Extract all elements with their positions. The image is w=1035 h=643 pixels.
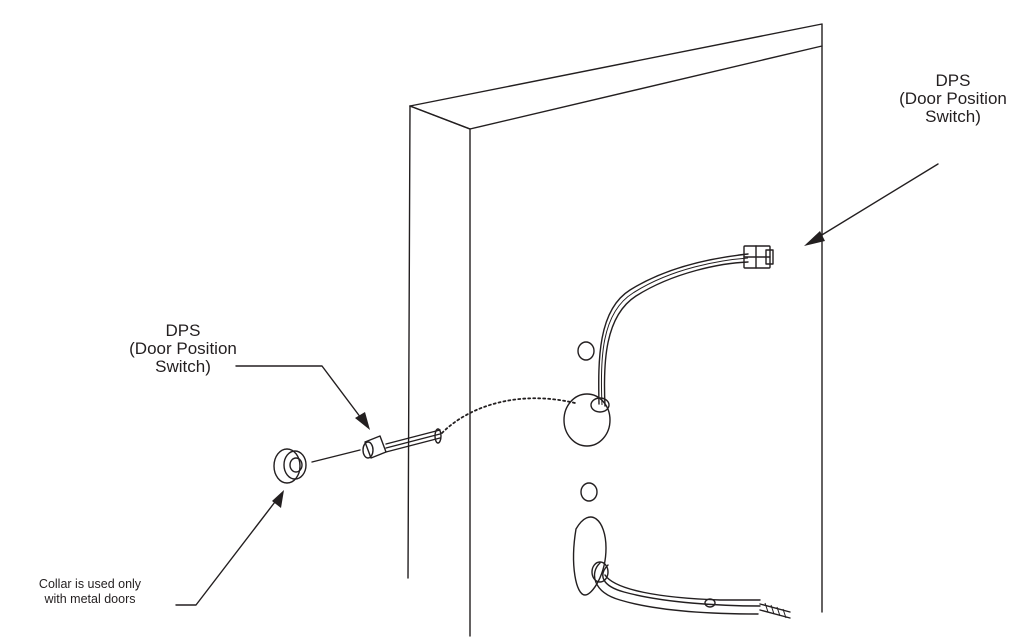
dps-label-left-line3: Switch) (155, 357, 211, 376)
dps-label-right: DPS (Door Position Switch) (868, 72, 1035, 126)
dps-label-left: DPS (Door Position Switch) (98, 322, 268, 376)
routing-dotted-line (441, 397, 576, 434)
collar-label-line1: Collar is used only (38, 577, 142, 591)
dps-label-right-line3: Switch) (925, 107, 981, 126)
collar-label: Collar is used only with metal doors (0, 577, 180, 607)
leader-collar (175, 490, 284, 606)
dps-label-right-line1: DPS (935, 71, 971, 90)
door-holes (563, 341, 611, 596)
collar-label-line2: with metal doors (44, 592, 136, 606)
dps-label-left-line1: DPS (165, 321, 201, 340)
dps-switch (362, 428, 442, 459)
leader-dps-left (235, 365, 370, 430)
dps-cable-door (590, 253, 749, 413)
connector-plug (743, 245, 774, 269)
collar (273, 448, 361, 484)
lower-cable-bundle (591, 561, 791, 619)
door-slab (407, 23, 823, 637)
dps-label-right-line2: (Door Position (899, 89, 1007, 108)
leader-dps-right (804, 163, 939, 246)
dps-label-left-line2: (Door Position (129, 339, 237, 358)
